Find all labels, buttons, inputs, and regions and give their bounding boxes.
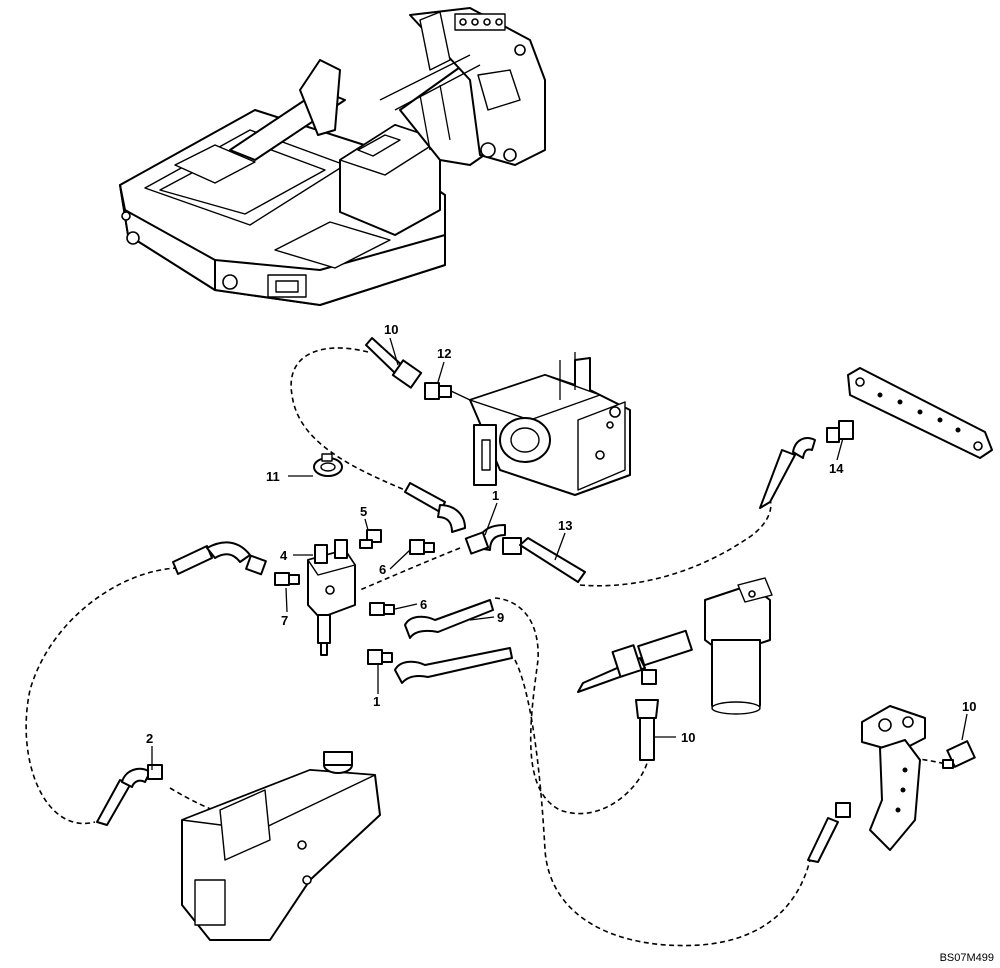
elbow-fitting-1-upper: [464, 524, 506, 555]
callout-14: 14: [829, 461, 844, 476]
hose-7: [404, 599, 494, 639]
callout-1-upper: 1: [492, 488, 499, 503]
hose-fitting-14: [759, 420, 854, 509]
bolt-4: [359, 529, 382, 549]
pedal-bracket: [861, 705, 926, 851]
callout-11: 11: [266, 469, 280, 484]
drawing-reference: BS07M499: [940, 952, 994, 964]
hose-fitting-10-bottom: [635, 699, 659, 761]
manifold-block-3: [307, 539, 356, 656]
chassis-frame: [119, 7, 546, 306]
sensor-9: [942, 740, 976, 769]
hose-lower: [394, 647, 513, 684]
callout-6-left: 7: [281, 613, 288, 628]
mounting-plate: [847, 367, 993, 459]
callout-10-top: 10: [384, 322, 398, 337]
tank: [181, 751, 381, 941]
hose-elbow-upper: [404, 482, 466, 533]
callout-7: 9: [497, 610, 504, 625]
hose-routes: [25, 347, 951, 947]
callout-4: 5: [360, 504, 367, 519]
adapter-12: [424, 382, 471, 401]
clamp-11: [313, 453, 343, 477]
fitting-6-right: [409, 539, 435, 555]
callout-labels: 10 12 11 1 13 14 5 4 6 7 6 9 1 10 2 10: [146, 322, 976, 746]
hose-fitting-10-top: [365, 337, 423, 389]
fitting-5: [369, 602, 395, 616]
hose-13: [502, 537, 586, 583]
callout-3: 4: [280, 548, 288, 563]
callout-6-right: 6: [379, 562, 386, 577]
hose-left: [172, 541, 267, 576]
leader-lines: [151, 337, 968, 770]
callout-10-bottom: 10: [681, 730, 695, 745]
callout-5: 6: [420, 597, 427, 612]
hose-end-pedal: [807, 802, 851, 863]
hose-2: [96, 764, 163, 826]
elbow-fitting-1-lower: [367, 649, 393, 665]
callout-2: 2: [146, 731, 153, 746]
valve-assembly: [469, 352, 631, 496]
callout-9: 10: [962, 699, 976, 714]
filter-assembly: [577, 577, 773, 715]
fitting-6-left: [274, 572, 300, 586]
callout-1-lower: 1: [373, 694, 380, 709]
callout-13: 13: [558, 518, 572, 533]
callout-12: 12: [437, 346, 451, 361]
